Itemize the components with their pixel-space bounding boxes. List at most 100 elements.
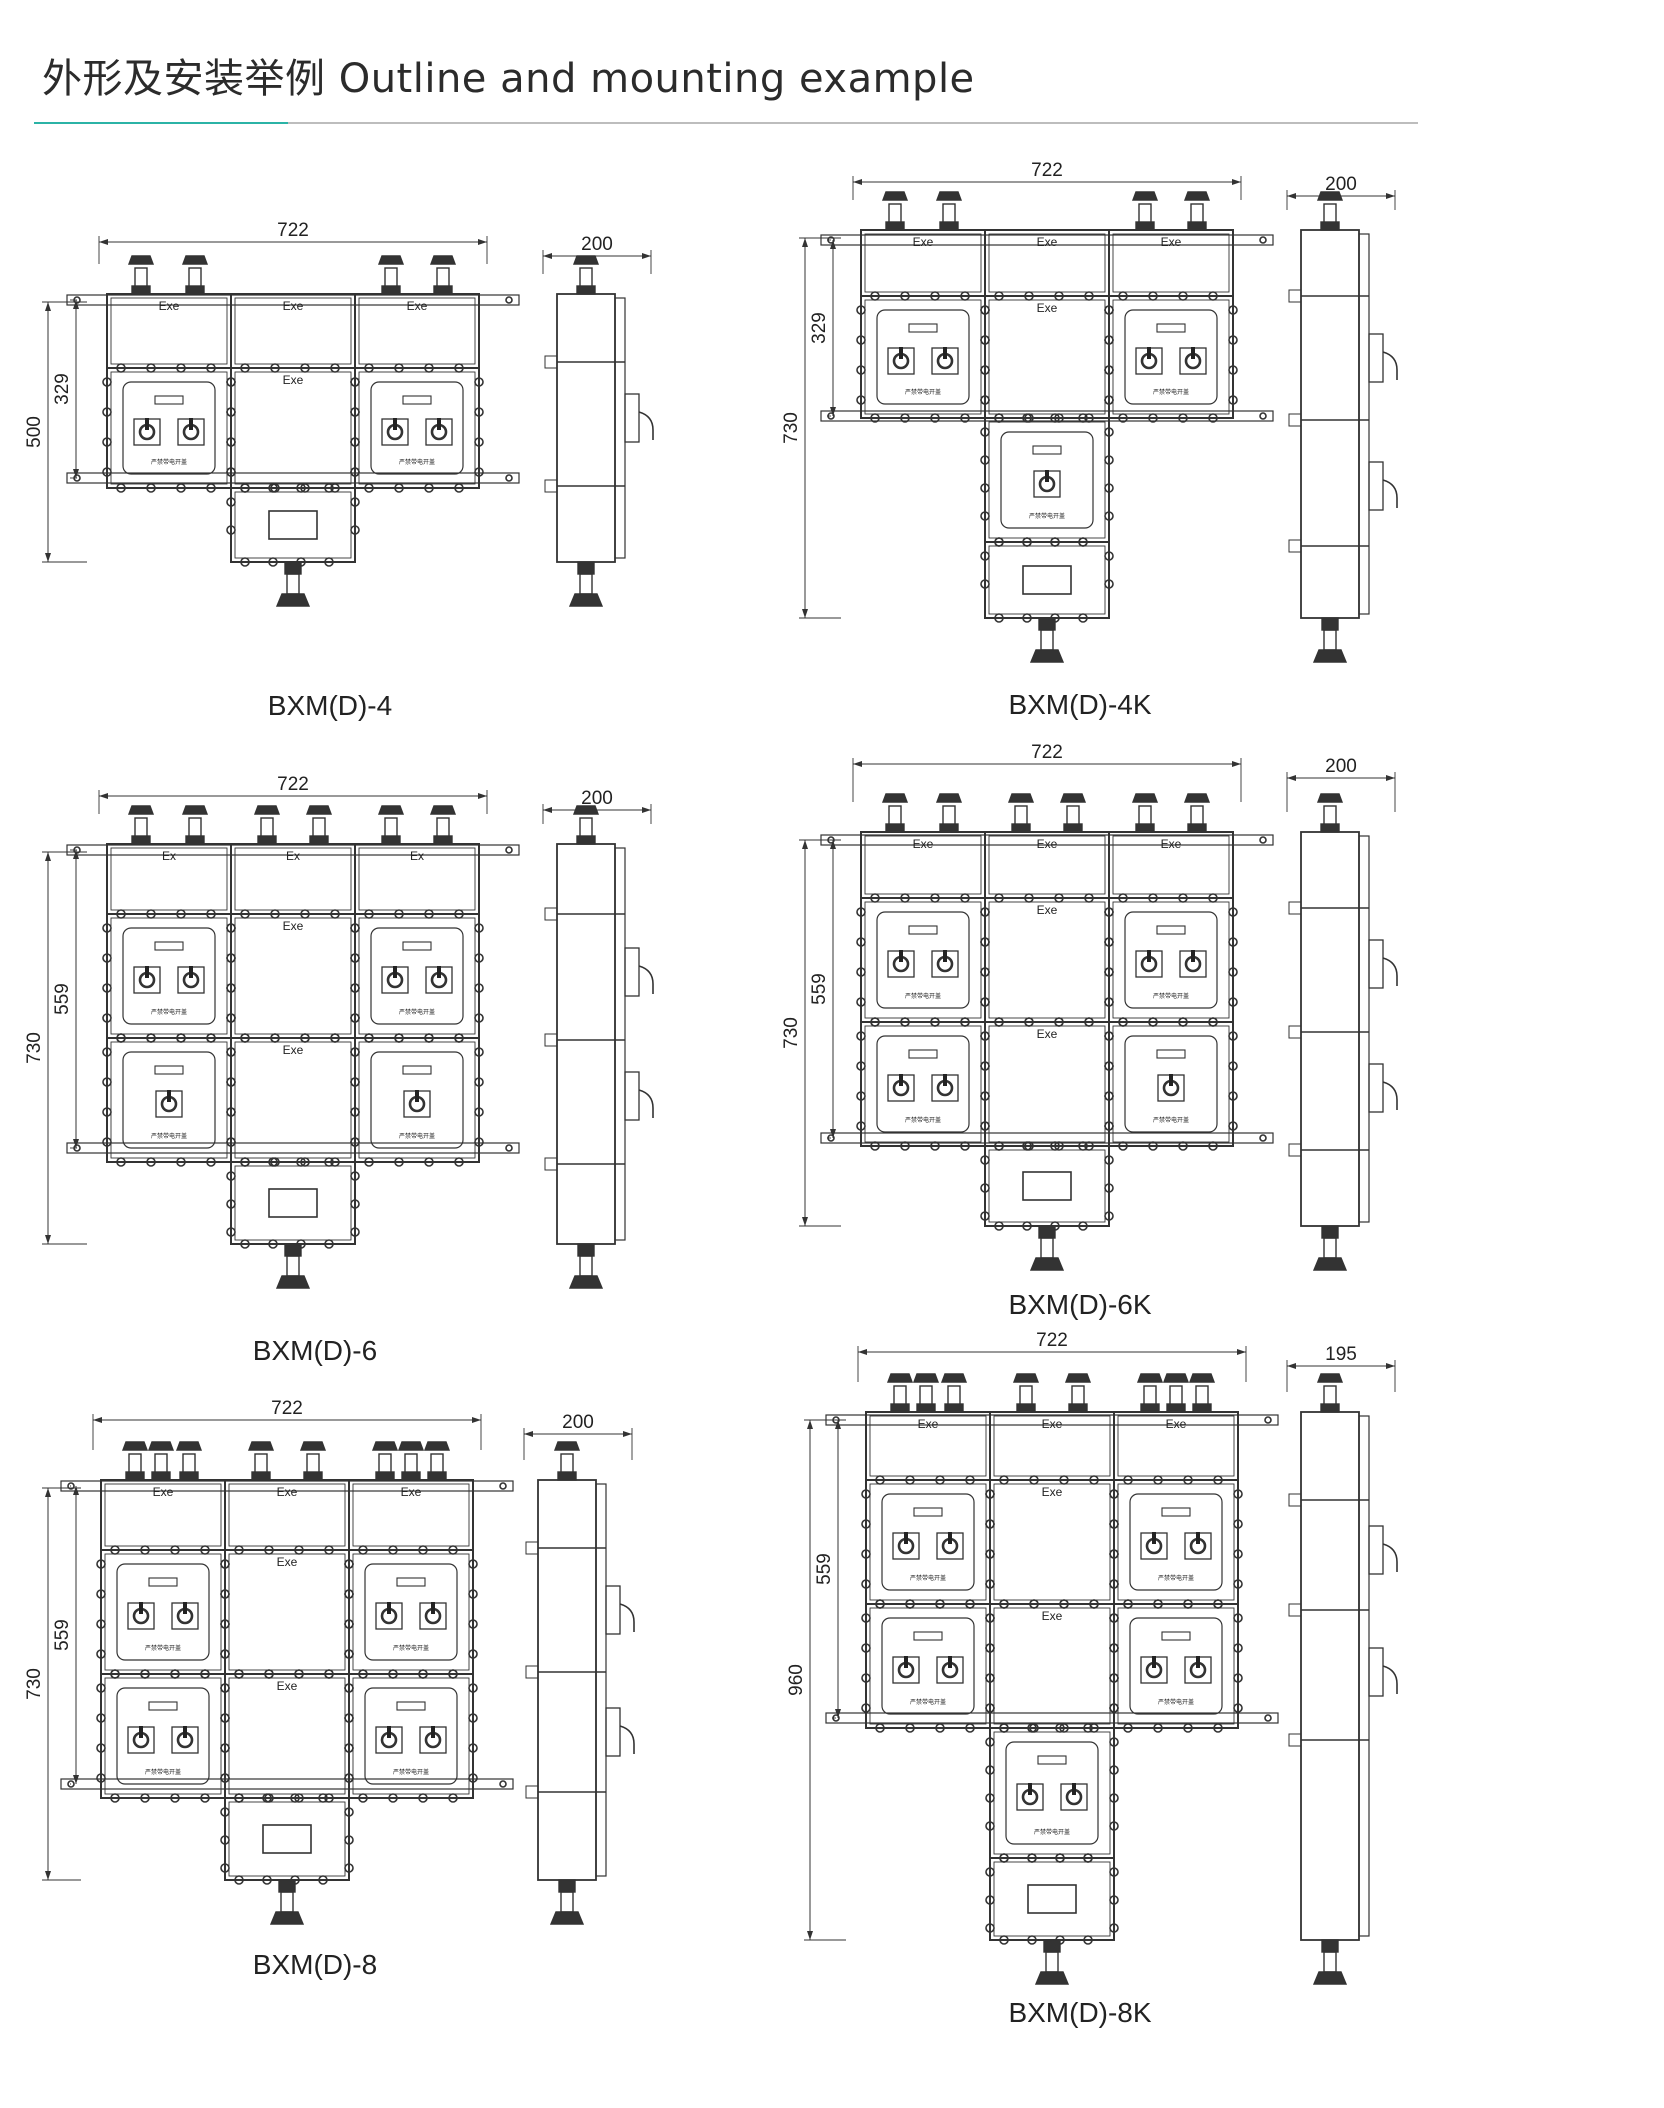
rotary-switch-icon [887, 950, 915, 978]
cable-gland-icon [1012, 1373, 1040, 1413]
height-dimension-label: 559 [52, 983, 73, 1015]
enclosure-module: Exe [226, 1033, 360, 1167]
rotary-switch-icon [127, 1726, 155, 1754]
ex-marking-label: Exe [1037, 301, 1058, 315]
height-dimension-label: 960 [786, 1664, 807, 1696]
bottom-gland-icon [1312, 617, 1348, 663]
warning-plate-text: 严禁带电开盖 [151, 1008, 187, 1016]
bottom-gland-icon [568, 1243, 604, 1289]
cable-gland-icon [572, 255, 600, 295]
side-view [1288, 1373, 1398, 1985]
side-view [544, 805, 654, 1289]
rotary-switch-icon [375, 1726, 403, 1754]
enclosure-module: Exe [860, 229, 986, 297]
rotary-switch-icon [1135, 347, 1163, 375]
enclosure-module: 严禁带电开盖 [96, 1545, 230, 1679]
terminal-box [226, 483, 360, 567]
enclosure-module: Exe [980, 1017, 1114, 1151]
door-handle-icon [1368, 939, 1398, 989]
breaker-panel: 严禁带电开盖 [1129, 1493, 1223, 1591]
rotary-switch-icon [171, 1602, 199, 1630]
rotary-switch-icon [171, 1726, 199, 1754]
warning-plate-text: 严禁带电开盖 [905, 992, 941, 1000]
warning-plate-text: 严禁带电开盖 [399, 458, 435, 466]
ex-marking-label: Exe [277, 1679, 298, 1693]
warning-plate-text: 严禁带电开盖 [151, 458, 187, 466]
warning-plate-text: 严禁带电开盖 [1153, 1116, 1189, 1124]
cable-gland-icon [881, 191, 909, 231]
cable-gland-icon [912, 1373, 940, 1413]
bottom-gland-icon [1029, 1225, 1065, 1271]
flange-bolts [1104, 291, 1238, 423]
cable-gland-icon [1183, 191, 1211, 231]
rotary-switch-icon [133, 418, 161, 446]
door-handle-icon [1368, 333, 1398, 383]
ex-marking-label: Exe [1042, 1609, 1063, 1623]
ex-marking-label: Exe [1161, 235, 1182, 249]
enclosure-module: Exe [226, 909, 360, 1043]
bottom-gland-icon [275, 561, 311, 607]
width-dimension-label: 195 [1325, 1344, 1357, 1365]
breaker-panel: 严禁带电开盖 [1124, 1035, 1218, 1133]
warning-plate-text: 严禁带电开盖 [399, 1008, 435, 1016]
height-dimension-label: 559 [814, 1553, 835, 1585]
cable-gland-icon [253, 805, 281, 845]
cable-gland-icon [127, 805, 155, 845]
ex-marking-label: Exe [1042, 1417, 1063, 1431]
enclosure-module: Exe [220, 1669, 354, 1803]
cable-gland-icon [1007, 793, 1035, 833]
cable-gland-icon [572, 805, 600, 845]
enclosure-module: 严禁带电开盖 [350, 363, 484, 493]
cable-gland-icon [181, 255, 209, 295]
height-dimension-label: 730 [781, 412, 802, 444]
rotary-switch-icon [892, 1656, 920, 1684]
bottom-gland-icon [1029, 617, 1065, 663]
height-dimension-label: 730 [24, 1668, 45, 1700]
rotary-switch-icon [133, 966, 161, 994]
flange-bolts [856, 1017, 990, 1151]
door-handle-icon [624, 393, 654, 443]
height-dimension-label: 329 [52, 373, 73, 405]
enclosure-module: 严禁带电开盖 [861, 1475, 995, 1609]
breaker-panel: 严禁带电开盖 [364, 1687, 458, 1785]
breaker-panel: 严禁带电开盖 [370, 927, 464, 1025]
cable-gland-icon [299, 1441, 327, 1481]
enclosure-module: 严禁带电开盖 [96, 1669, 230, 1803]
cable-gland-icon [935, 793, 963, 833]
breaker-panel: 严禁带电开盖 [876, 911, 970, 1009]
rotary-switch-icon [155, 1090, 183, 1118]
door-handle-icon [1368, 1647, 1398, 1697]
rotary-switch-icon [419, 1602, 447, 1630]
flange-bolts [350, 909, 484, 1043]
enclosure-module: 严禁带电开盖 [350, 909, 484, 1043]
model-caption: BXM(D)-6K [1008, 1289, 1151, 1320]
mounting-rail [820, 410, 1274, 422]
rotary-switch-icon [1033, 470, 1061, 498]
enclosure-module: 严禁带电开盖 [861, 1599, 995, 1733]
enclosure-module: Exe [980, 291, 1114, 423]
cable-gland-icon [429, 805, 457, 845]
width-dimension-label: 200 [1325, 756, 1357, 777]
enclosure-module: 严禁带电开盖 [102, 909, 236, 1043]
enclosure-module: 严禁带电开盖 [1109, 1475, 1243, 1609]
ex-marking-label: Ex [410, 849, 424, 863]
ex-marking-label: Exe [283, 373, 304, 387]
width-dimension-label: 722 [1031, 742, 1063, 763]
width-dimension-label: 722 [277, 220, 309, 241]
enclosure-module: 严禁带电开盖 [856, 291, 990, 423]
ex-marking-label: Exe [159, 299, 180, 313]
side-view [1288, 793, 1398, 1271]
ex-marking-label: Exe [913, 235, 934, 249]
ex-marking-label: Exe [283, 1043, 304, 1057]
rotary-switch-icon [425, 418, 453, 446]
enclosure-module: 严禁带电开盖 [1104, 291, 1238, 423]
height-dimension-label: 730 [24, 1032, 45, 1064]
title-divider-rule [288, 122, 1418, 124]
cable-gland-icon [181, 805, 209, 845]
rotary-switch-icon [1140, 1532, 1168, 1560]
cable-gland-icon [121, 1441, 149, 1481]
